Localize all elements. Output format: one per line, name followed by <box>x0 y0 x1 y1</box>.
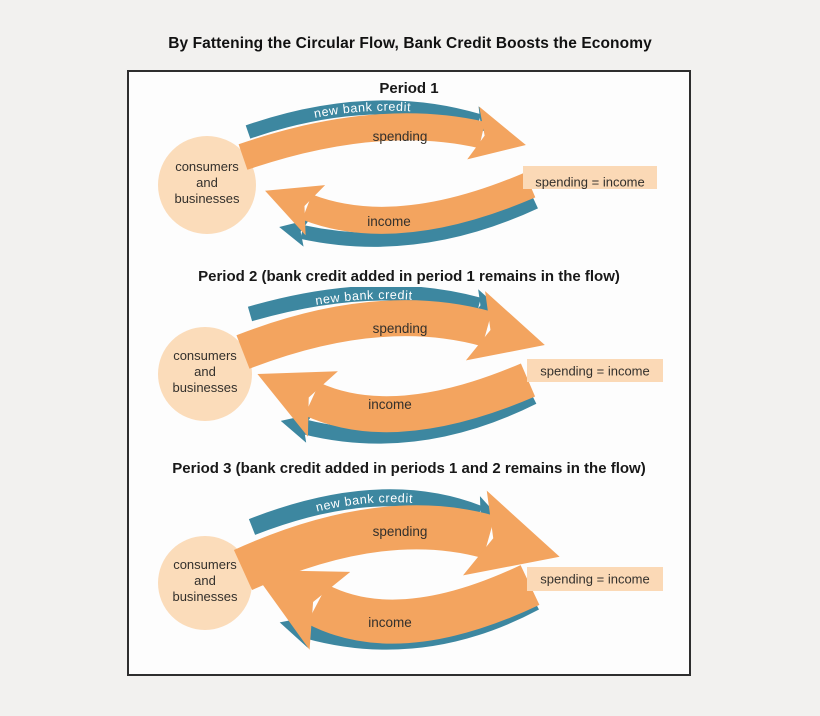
income-label: income <box>368 615 412 630</box>
node-label-line1: consumers <box>173 557 237 572</box>
spending-label: spending <box>373 129 428 144</box>
node-label-line3: businesses <box>172 380 238 395</box>
period-1-heading: Period 1 <box>379 80 439 97</box>
income-arrow <box>265 172 536 236</box>
node-label-line3: businesses <box>172 589 238 604</box>
spending-label: spending <box>373 321 428 336</box>
equality-badge <box>527 567 663 591</box>
spending-arrow <box>236 291 545 369</box>
income-label: income <box>368 397 412 412</box>
spending-label: spending <box>373 524 428 539</box>
consumers-businesses-node <box>158 136 256 234</box>
equality-label: spending = income <box>535 175 645 190</box>
node-label-line3: businesses <box>174 191 240 206</box>
diagram-title: By Fattening the Circular Flow, Bank Cre… <box>168 35 652 52</box>
consumers-businesses-node <box>158 327 252 421</box>
equality-badge <box>527 359 663 382</box>
node-label-line1: consumers <box>175 159 239 174</box>
income-arrow <box>257 363 536 437</box>
node-label-line1: consumers <box>173 348 237 363</box>
consumers-businesses-node <box>158 536 252 630</box>
node-label-line2: and <box>194 573 216 588</box>
period-3-heading: Period 3 (bank credit added in periods 1… <box>172 460 646 477</box>
period-2-diagram: consumers and businesses new bank credit… <box>158 287 663 444</box>
diagram-frame: Period 1 consumers and businesses new ba… <box>127 70 691 676</box>
new-bank-credit-arrow <box>248 489 506 535</box>
period-2-heading: Period 2 (bank credit added in period 1 … <box>198 268 620 285</box>
spending-arrow <box>233 490 560 591</box>
new-bank-credit-arrow <box>245 100 502 139</box>
period-1-diagram: consumers and businesses new bank credit… <box>158 100 657 247</box>
equality-label: spending = income <box>540 572 650 587</box>
income-arrow <box>252 565 540 650</box>
new-bank-credit-arrow <box>247 287 504 322</box>
node-label-line2: and <box>196 175 218 190</box>
equality-badge <box>523 166 657 189</box>
income-label: income <box>367 214 411 229</box>
spending-arrow <box>238 106 526 170</box>
period-3-diagram: consumers and businesses new bank credit… <box>158 489 663 650</box>
node-label-line2: and <box>194 364 216 379</box>
equality-label: spending = income <box>540 364 650 379</box>
income-bank-credit-arrow <box>279 195 538 247</box>
